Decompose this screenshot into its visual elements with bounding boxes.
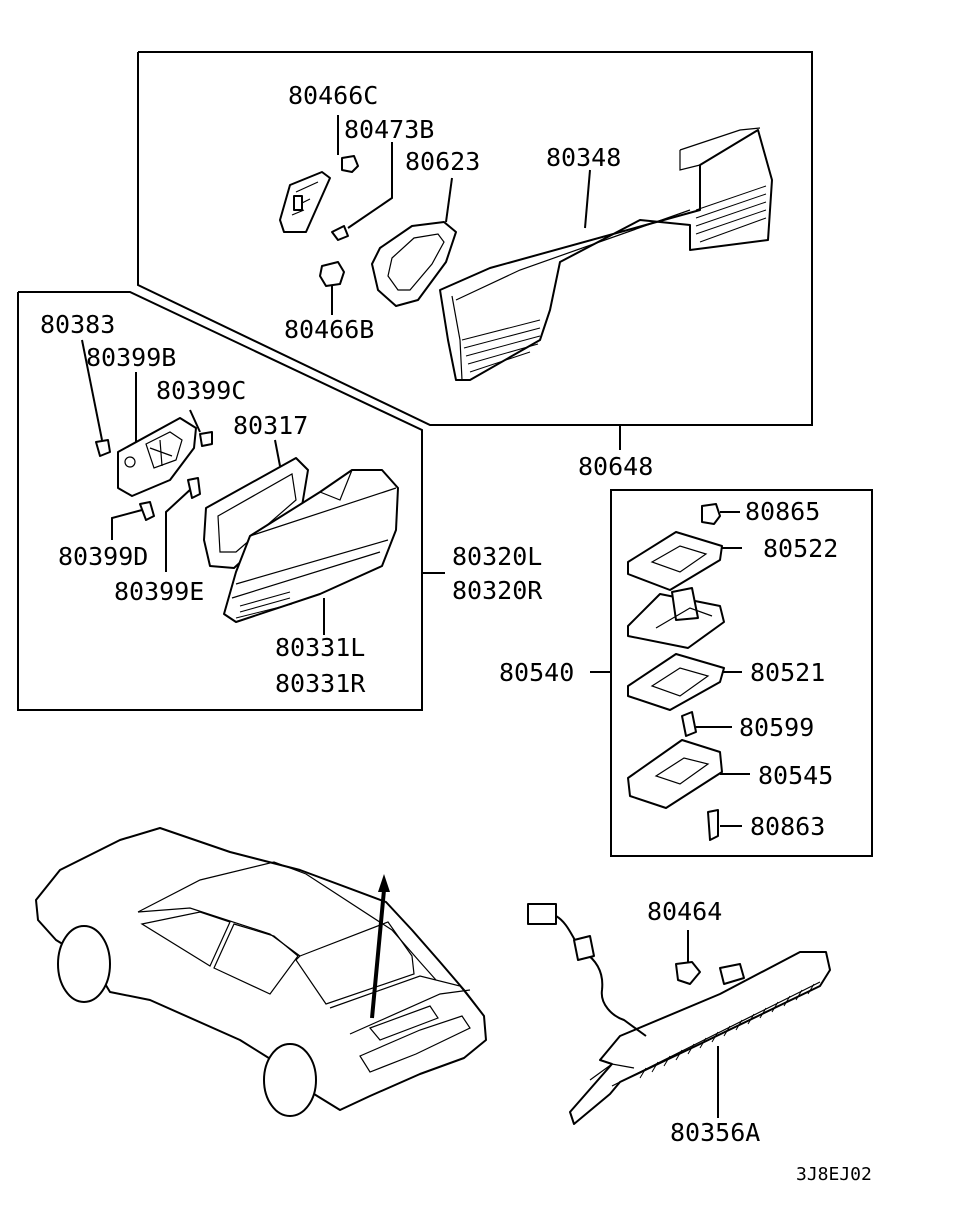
label-80599: 80599 [739,713,814,742]
screw-80863 [707,809,742,841]
label-80399C: 80399C [156,376,246,405]
gasket-80623 [371,177,457,307]
label-80545: 80545 [758,761,833,790]
screw-80473B [331,142,393,241]
bulb-80599 [681,711,732,737]
label-80466B: 80466B [284,315,374,344]
label-80648: 80648 [578,452,653,481]
label-80540: 80540 [499,658,574,687]
label-80623: 80623 [405,147,480,176]
assembly-box-lamp [17,291,445,711]
car-illustration [35,827,487,1117]
label-80399E: 80399E [114,577,204,606]
label-80865: 80865 [745,497,820,526]
bulb-80399D [111,501,155,540]
label-80473B: 80473B [344,115,434,144]
label-80399B: 80399B [86,343,176,372]
bolt-80464 [675,930,701,985]
screw-80399C [189,409,213,447]
label-80317: 80317 [233,411,308,440]
screw-80383 [81,339,111,457]
label-80356A: 80356A [670,1118,760,1147]
label-80331L: 80331L [275,633,365,662]
lamp-housing-80320 [223,469,399,623]
diagram-code: 3J8EJ02 [796,1164,872,1185]
label-80320L: 80320L [452,542,542,571]
bulb-80399E [165,477,201,572]
grommet-80466B [319,261,345,315]
label-80863: 80863 [750,812,825,841]
clip-80466C [337,115,359,173]
assembly-box-80540 [590,489,873,857]
socket-plate [117,372,197,497]
label-80383: 80383 [40,310,115,339]
spoiler-80348 [439,127,773,381]
gasket-80521 [627,653,742,711]
bracket-part [279,171,331,233]
gasket-80522 [627,531,742,591]
assembly-box-80648 [137,51,813,450]
clip-80865 [701,503,740,525]
lens-80545 [627,739,750,809]
label-80522: 80522 [763,534,838,563]
label-80399D: 80399D [58,542,148,571]
label-80466C: 80466C [288,81,378,110]
label-80464: 80464 [647,897,722,926]
label-80320R: 80320R [452,576,543,605]
stop-lamp-80356A [527,903,831,1125]
label-80348: 80348 [546,143,621,172]
lamp-socket [627,587,725,649]
label-80521: 80521 [750,658,825,687]
label-80331R: 80331R [275,669,366,698]
